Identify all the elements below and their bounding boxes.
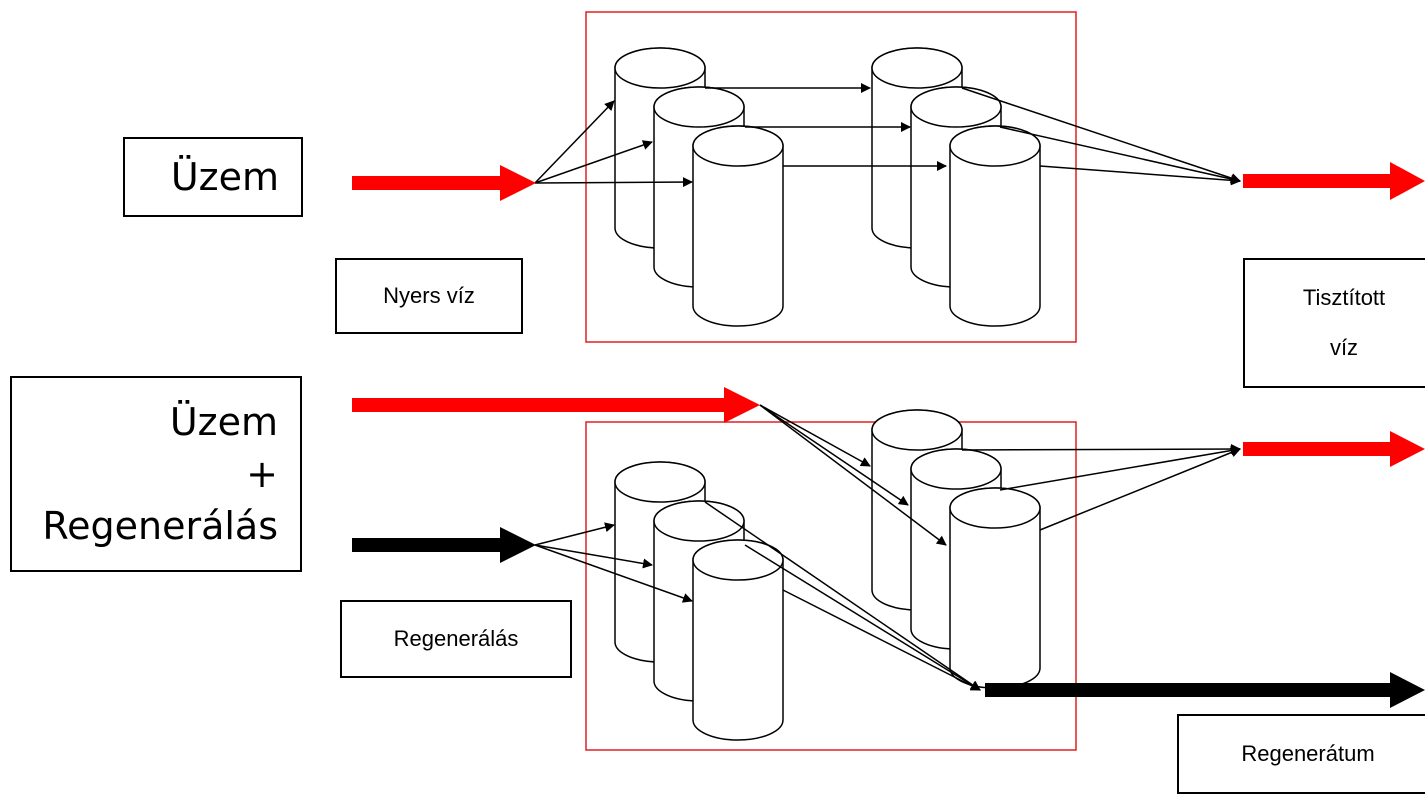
- operation-label-line: Üzem: [169, 400, 278, 444]
- top-vessel-frame: [585, 11, 1077, 343]
- bottom-regen-inlet-line-2: [534, 544, 653, 569]
- regenerate-label: Regenerátum: [1241, 741, 1375, 766]
- regenerate-outlet-arrow-shaft: [985, 683, 1395, 697]
- cylinder-tank-icon: [692, 125, 784, 327]
- bottom-red-inlet-line-2: [759, 404, 909, 506]
- cylinder-tank-icon: [949, 125, 1041, 327]
- raw-water-label: Nyers víz: [383, 283, 475, 308]
- bottom-regen-outlet-line-3: [782, 589, 981, 691]
- regeneration-label-box: Regenerálás: [340, 600, 572, 678]
- bottom-red-outlet-arrow-head: [1390, 431, 1425, 467]
- cylinder-tank-icon: [692, 539, 784, 741]
- regenerate-label-box: Regenerátum: [1177, 714, 1425, 794]
- bottom-red-inlet-line-3: [759, 404, 947, 546]
- cylinder-tank-icon: [949, 487, 1041, 689]
- bottom-outlet-line-1: [961, 444, 1241, 455]
- treated-water-outlet-arrow-head: [1390, 162, 1425, 200]
- regeneration-label: Regenerálás: [393, 626, 519, 651]
- bottom-regen-outlet-line-2: [744, 544, 981, 691]
- treated-water-label-line1: Tisztított: [1302, 285, 1386, 310]
- treated-water-label-box: Tisztított víz: [1243, 258, 1425, 388]
- operation-label-box: Üzem: [123, 137, 303, 217]
- bottom-regen-outlet-line-1: [704, 501, 981, 691]
- top-outlet-line-2: [999, 126, 1241, 184]
- cylinder-tanks: [614, 47, 1041, 741]
- regenerate-outlet-arrow-head: [1390, 672, 1425, 708]
- regeneration-inlet-arrow-shaft: [352, 538, 504, 552]
- bottom-outlet-line-3: [1039, 447, 1241, 531]
- regeneration-label-line: Regenerálás: [42, 504, 278, 548]
- operation-label: Üzem: [170, 155, 279, 199]
- regeneration-inlet-arrow-head: [500, 527, 536, 563]
- bottom-red-inlet-arrow-shaft: [352, 398, 728, 412]
- plus-sign: +: [246, 452, 278, 496]
- bottom-red-inlet-line-1: [759, 404, 871, 467]
- bottom-outlet-line-2: [999, 445, 1241, 491]
- top-inlet-line-1: [534, 100, 615, 184]
- bottom-red-outlet-arrow-shaft: [1243, 442, 1393, 456]
- treated-water-label-line2: víz: [1329, 335, 1359, 360]
- bottom-regen-inlet-line-3: [534, 544, 693, 603]
- raw-water-label-box: Nyers víz: [335, 258, 523, 334]
- top-inlet-line-2: [534, 140, 653, 184]
- top-inlet-line-3: [534, 177, 693, 188]
- top-outlet-line-3: [1039, 165, 1241, 186]
- operation-regeneration-label-box: Üzem + Regenerálás: [10, 376, 302, 572]
- bottom-vessel-frame: [585, 421, 1077, 751]
- connector-lines: [534, 83, 1241, 691]
- flow-arrows: [352, 162, 1425, 708]
- top-outlet-line-1: [961, 87, 1241, 183]
- bottom-regen-inlet-line-1: [534, 522, 615, 546]
- raw-water-inlet-arrow-head: [500, 165, 536, 201]
- treated-water-outlet-arrow-shaft: [1243, 174, 1393, 188]
- bottom-red-inlet-arrow-head: [724, 387, 760, 423]
- raw-water-inlet-arrow-shaft: [352, 176, 504, 190]
